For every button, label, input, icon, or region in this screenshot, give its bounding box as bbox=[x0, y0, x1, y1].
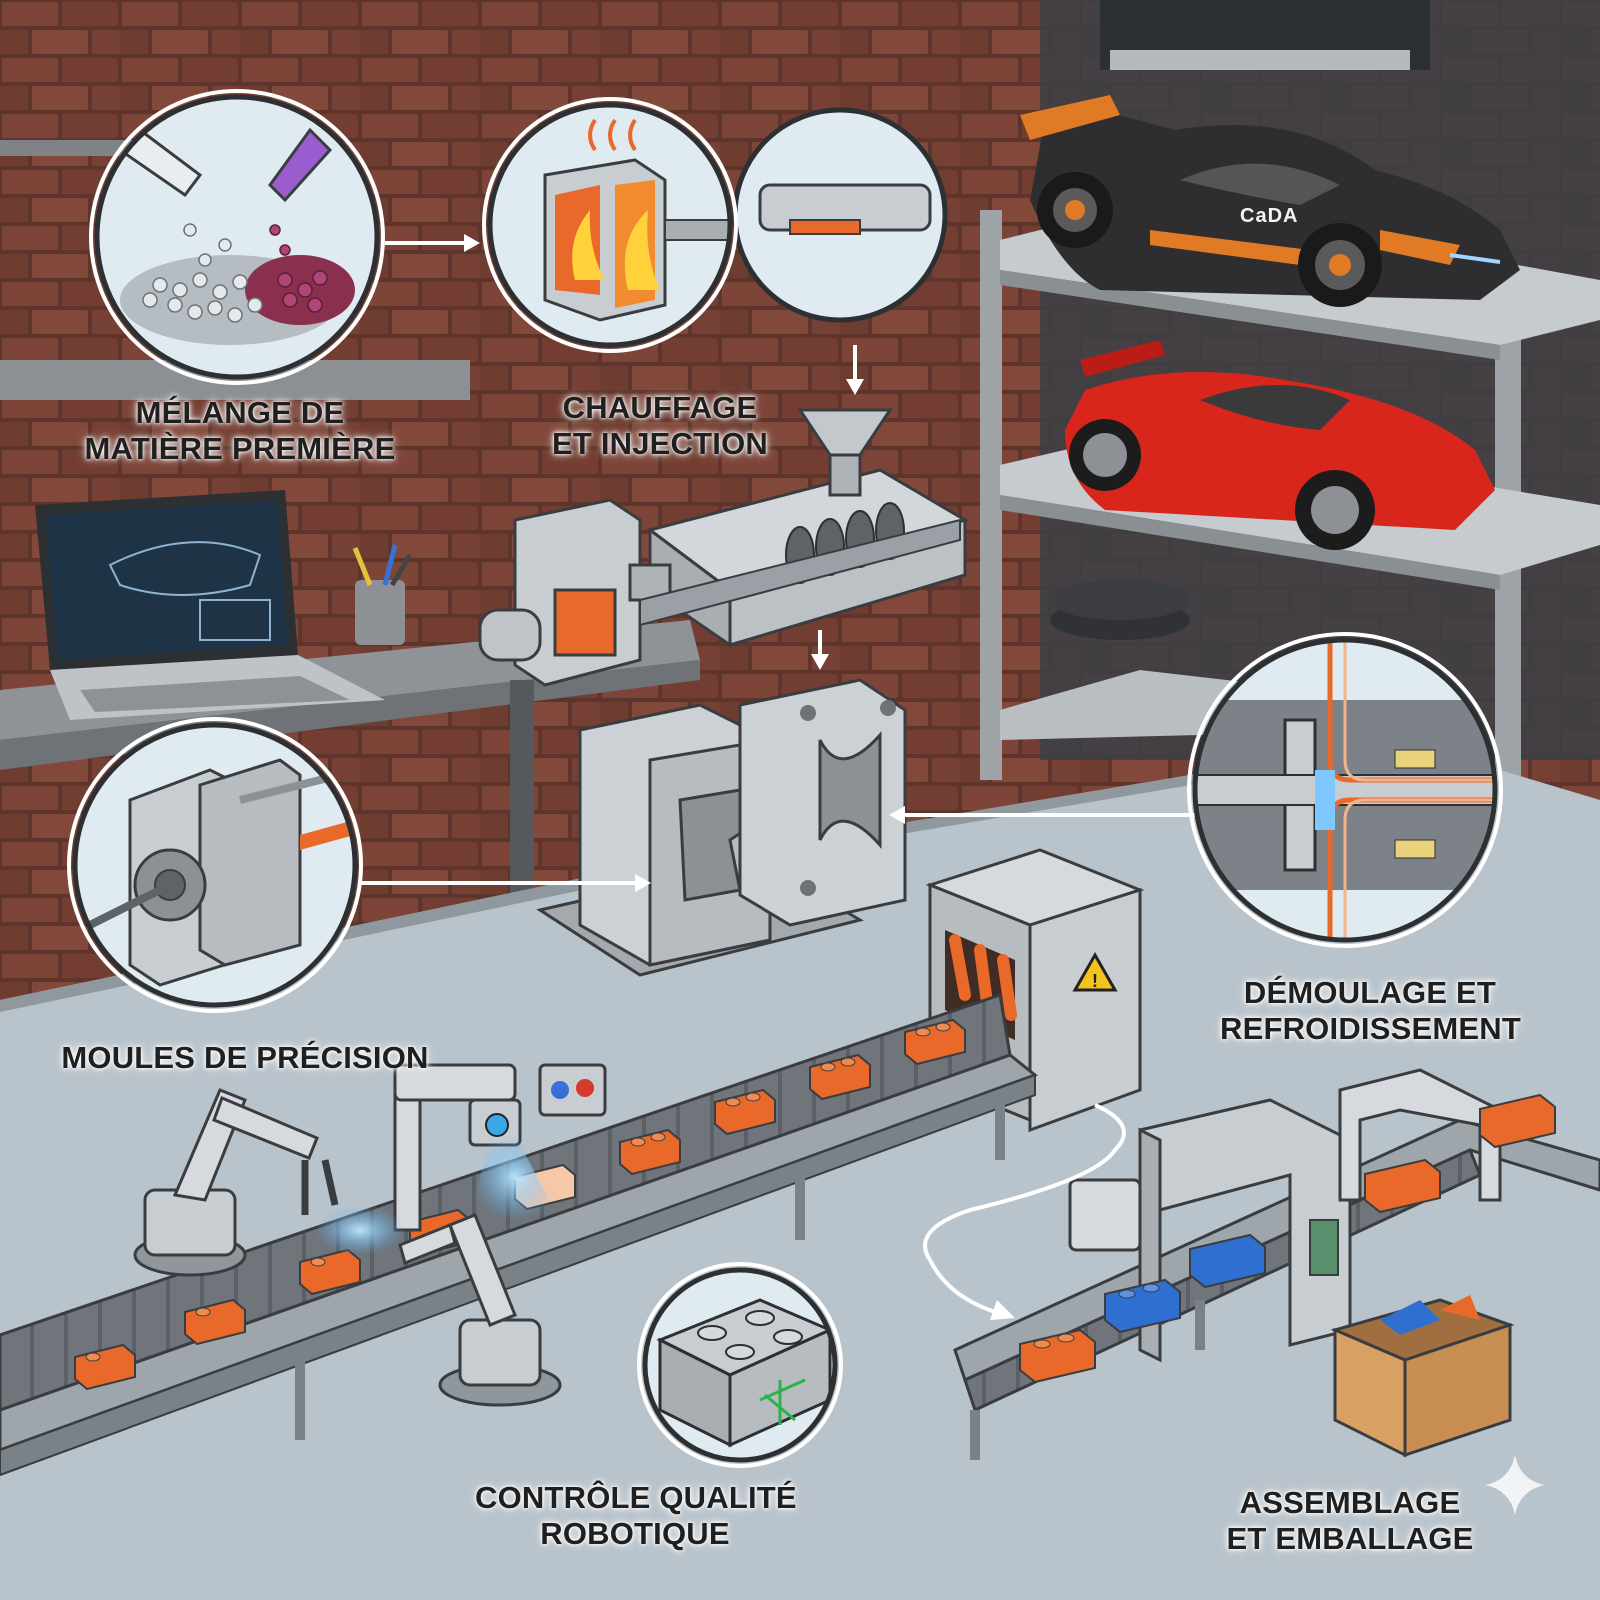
label-step4-line1: DÉMOULAGE ET bbox=[1243, 975, 1497, 1010]
label-step2-line1: CHAUFFAGE bbox=[562, 390, 758, 425]
laptop-icon bbox=[35, 490, 385, 720]
label-step6: ASSEMBLAGE ET EMBALLAGE bbox=[1220, 1485, 1480, 1557]
label-step1-line1: MÉLANGE DE bbox=[135, 395, 345, 430]
label-step3: MOULES DE PRÉCISION bbox=[60, 1040, 430, 1076]
inset-raw-material bbox=[89, 89, 385, 385]
red-sports-car-model bbox=[1065, 340, 1495, 550]
label-step5-line2: ROBOTIQUE bbox=[540, 1516, 730, 1551]
label-step2-line2: ET INJECTION bbox=[552, 426, 768, 461]
sparkle-icon bbox=[1485, 1455, 1545, 1515]
warning-icon bbox=[1072, 951, 1118, 992]
inspection-camera bbox=[315, 1063, 607, 1255]
svg-text:!: ! bbox=[1092, 971, 1098, 991]
inset-heating bbox=[482, 97, 948, 353]
robot-arm-right bbox=[398, 1213, 562, 1407]
packing-line bbox=[953, 1068, 1600, 1460]
label-step4: DÉMOULAGE ET REFROIDISSEMENT bbox=[1220, 975, 1521, 1047]
label-step1: MÉLANGE DE MATIÈRE PREMIÈRE bbox=[80, 395, 400, 467]
inset-cooling bbox=[1187, 632, 1503, 948]
label-step6-line2: ET EMBALLAGE bbox=[1226, 1521, 1474, 1556]
inset-molds bbox=[67, 717, 363, 1013]
pencil-cup bbox=[352, 544, 413, 645]
inset-quality-control bbox=[637, 1262, 843, 1468]
label-step5-line1: CONTRÔLE QUALITÉ bbox=[475, 1480, 797, 1515]
car-badge: CaDA bbox=[1240, 205, 1299, 227]
label-step2: CHAUFFAGE ET INJECTION bbox=[520, 390, 800, 462]
label-step6-line1: ASSEMBLAGE bbox=[1239, 1485, 1461, 1520]
mold-assembly bbox=[536, 678, 907, 977]
label-step1-line2: MATIÈRE PREMIÈRE bbox=[84, 431, 396, 466]
label-step3-line1: MOULES DE PRÉCISION bbox=[61, 1040, 429, 1075]
robot-arm-left bbox=[133, 1088, 339, 1277]
label-step4-line2: REFROIDISSEMENT bbox=[1220, 1011, 1521, 1046]
cardboard-box bbox=[1330, 1295, 1515, 1458]
injection-machine bbox=[478, 408, 969, 687]
dark-sports-car-model bbox=[1020, 95, 1520, 307]
label-step5: CONTRÔLE QUALITÉ ROBOTIQUE bbox=[475, 1480, 797, 1552]
